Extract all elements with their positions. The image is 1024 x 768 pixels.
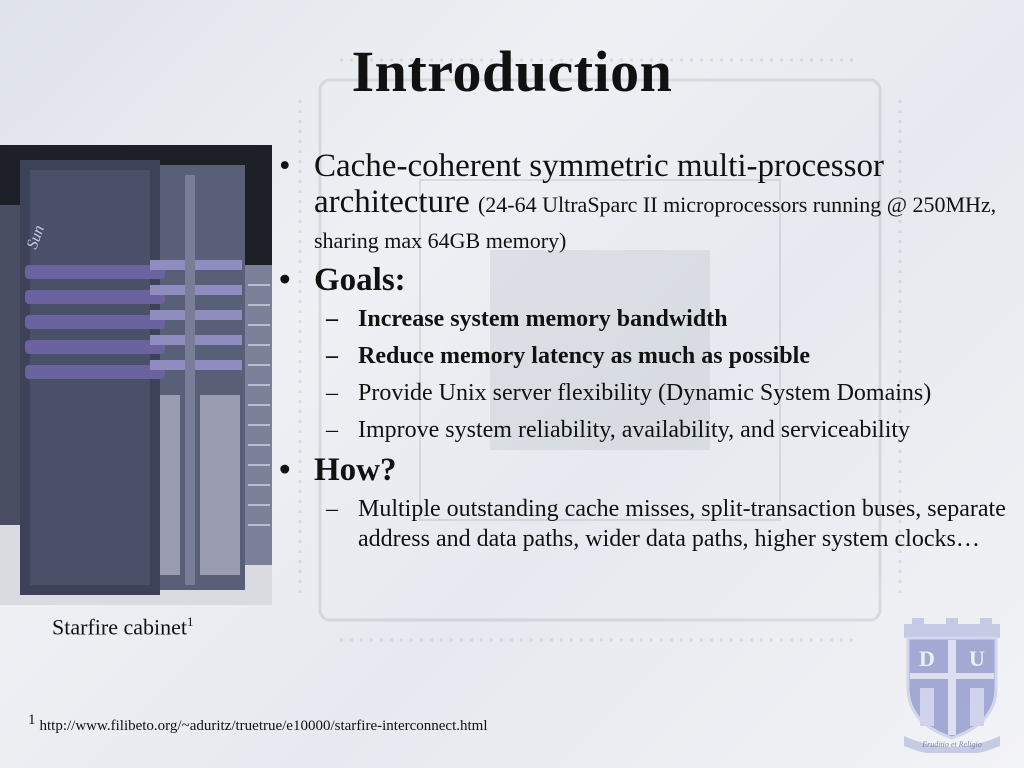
- dash-icon: –: [326, 343, 338, 369]
- crest-letter-d: D: [919, 646, 935, 671]
- dash-icon: –: [326, 496, 338, 522]
- bullet-detail: (24-64 UltraSparc II microprocessors run…: [314, 192, 997, 253]
- sub-bullet: – Reduce memory latency as much as possi…: [276, 341, 1016, 371]
- bullet-text: Goals:: [314, 262, 406, 298]
- bullet-dot-icon: •: [279, 148, 291, 184]
- bullet-dot-icon: •: [279, 452, 291, 488]
- chip-background: [298, 58, 902, 642]
- bullet-goals: • Goals:: [276, 262, 1016, 298]
- dash-icon: –: [326, 306, 338, 332]
- footnote-url: http://www.filibeto.org/~aduritz/truetru…: [39, 718, 488, 734]
- server-cabinet-image: Sun: [0, 145, 272, 605]
- university-crest-icon: D U Eruditio et Religio: [904, 618, 1000, 753]
- sub-bullet: – Provide Unix server flexibility (Dynam…: [276, 378, 1016, 408]
- crest-motto: Eruditio et Religio: [921, 740, 982, 749]
- sub-bullet-text: Provide Unix server flexibility (Dynamic…: [358, 380, 932, 406]
- bullet-dot-icon: •: [279, 262, 291, 298]
- sub-bullet-text: Reduce memory latency as much as possibl…: [358, 343, 810, 369]
- slide-title: Introduction: [351, 39, 673, 104]
- caption-ref: 1: [187, 614, 194, 629]
- footnote-number: 1: [28, 712, 36, 728]
- sub-bullet-text: Improve system reliability, availability…: [358, 417, 911, 443]
- dash-icon: –: [326, 417, 338, 443]
- bullet-how: • How?: [276, 452, 1016, 488]
- dash-icon: –: [326, 380, 338, 406]
- bullet-text: Cache-coherent symmetric multi-processor…: [314, 148, 884, 220]
- sub-bullet: – Multiple outstanding cache misses, spl…: [276, 494, 1016, 554]
- bullet-architecture: • Cache-coherent symmetric multi-process…: [276, 148, 1016, 256]
- sub-bullet-text: Multiple outstanding cache misses, split…: [358, 496, 1006, 552]
- bullet-list: • Cache-coherent symmetric multi-process…: [276, 148, 1016, 561]
- bullet-text: How?: [314, 452, 397, 488]
- caption-text: Starfire cabinet: [52, 614, 187, 640]
- sub-bullet: – Increase system memory bandwidth: [276, 304, 1016, 334]
- sub-bullet: – Improve system reliability, availabili…: [276, 415, 1016, 445]
- image-caption: Starfire cabinet1: [52, 614, 194, 640]
- crest-letter-u: U: [969, 646, 985, 671]
- sub-bullet-text: Increase system memory bandwidth: [358, 306, 728, 332]
